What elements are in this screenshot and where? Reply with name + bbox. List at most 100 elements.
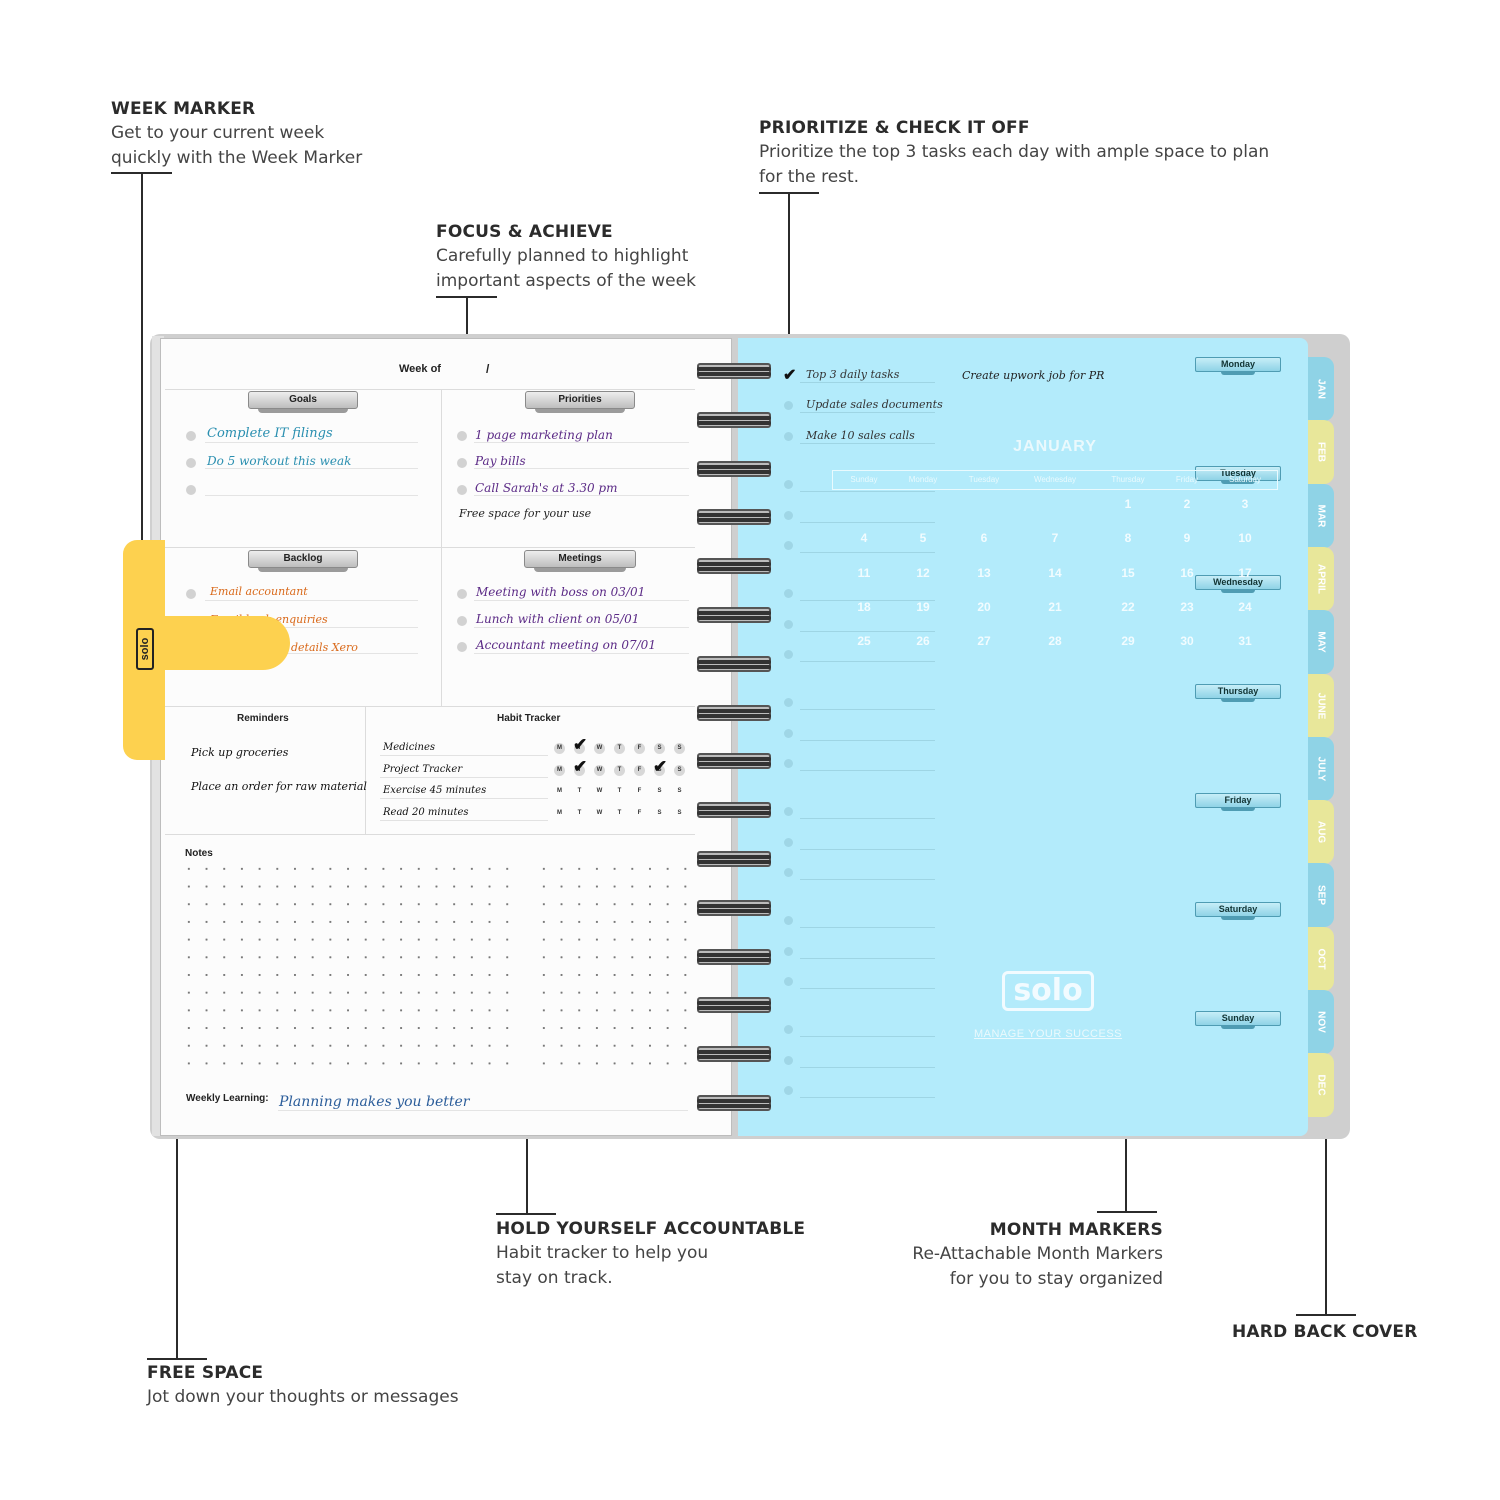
habit-day-circle[interactable]: T	[574, 743, 585, 754]
month-tab-dec[interactable]: DEC	[1308, 1053, 1334, 1118]
calendar-date[interactable]: 13	[977, 565, 991, 580]
habit-day-circle[interactable]: F	[634, 743, 645, 754]
habit-day-circle[interactable]: W	[596, 788, 603, 794]
habit-day-circle[interactable]: S	[654, 764, 665, 776]
calendar-date[interactable]: 31	[1238, 634, 1252, 649]
task-bullet[interactable]	[784, 650, 793, 659]
habit-day-circle[interactable]: S	[674, 764, 685, 776]
calendar-date[interactable]: 10	[1238, 531, 1252, 546]
habit-day-circle[interactable]: F	[637, 788, 642, 794]
task-bullet[interactable]	[784, 1086, 793, 1095]
month-tab-sep[interactable]: SEP	[1308, 863, 1334, 928]
habit-day-circle[interactable]: T	[577, 788, 582, 794]
calendar-date[interactable]: 21	[1048, 599, 1062, 614]
calendar-date[interactable]: 22	[1121, 599, 1135, 614]
calendar-date[interactable]: 15	[1121, 565, 1135, 580]
habit-day-circle[interactable]: T	[574, 764, 585, 776]
calendar-date[interactable]: 4	[860, 531, 868, 546]
task-bullet[interactable]	[784, 511, 793, 520]
task-bullet[interactable]	[784, 807, 793, 816]
task-bullet[interactable]	[784, 432, 793, 441]
month-tab-april[interactable]: APRIL	[1308, 546, 1334, 611]
task-bullet[interactable]	[784, 589, 793, 598]
task-bullet[interactable]	[784, 1056, 793, 1065]
calendar-date[interactable]: 29	[1121, 634, 1135, 649]
task-line	[800, 879, 935, 880]
calendar-date[interactable]: 1	[1124, 497, 1132, 511]
calendar-date[interactable]: 8	[1124, 531, 1132, 546]
callout-title: FOCUS & ACHIEVE	[436, 222, 613, 242]
month-tab-june[interactable]: JUNE	[1308, 673, 1334, 738]
task-bullet[interactable]	[784, 838, 793, 847]
task-bullet[interactable]	[784, 977, 793, 986]
calendar-date[interactable]: 20	[977, 599, 991, 614]
task-bullet[interactable]	[784, 698, 793, 707]
habit-day-circle[interactable]: T	[617, 788, 622, 794]
habit-day-circle[interactable]: S	[677, 788, 682, 794]
calendar-date[interactable]: 19	[916, 599, 930, 614]
calendar-date[interactable]: 3	[1241, 497, 1249, 511]
calendar-date[interactable]: 2	[1183, 497, 1191, 511]
month-tab-nov[interactable]: NOV	[1308, 990, 1334, 1054]
calendar-date[interactable]: 5	[919, 531, 927, 546]
calendar-date[interactable]: 25	[857, 634, 871, 649]
habit-day-circle[interactable]: W	[594, 743, 605, 754]
task-line	[800, 382, 935, 383]
week-marker-tongue[interactable]	[150, 616, 290, 670]
month-tab-label: DEC	[1315, 1074, 1327, 1096]
habit-day-circle[interactable]: T	[614, 764, 625, 776]
habit-day-circle[interactable]: F	[634, 764, 645, 776]
task-bullet[interactable]	[784, 1025, 793, 1034]
habit-day-circle[interactable]: M	[554, 743, 565, 754]
habit-day-circle[interactable]: T	[614, 743, 625, 754]
calendar-date[interactable]: 26	[916, 634, 930, 649]
task-bullet[interactable]	[784, 401, 793, 410]
task-bullet[interactable]	[784, 620, 793, 629]
task-bullet[interactable]	[784, 729, 793, 738]
calendar-date[interactable]: 12	[916, 565, 930, 580]
calendar-date[interactable]: 14	[1048, 565, 1062, 580]
month-tab-mar[interactable]: MAR	[1308, 483, 1334, 548]
habit-day-circle[interactable]: S	[657, 788, 662, 794]
calendar-date[interactable]: 17	[1238, 565, 1252, 580]
calendar-date[interactable]: 16	[1180, 565, 1194, 580]
calendar-date[interactable]: 18	[857, 599, 871, 614]
task-bullet[interactable]	[784, 947, 793, 956]
habit-day-circle[interactable]: W	[594, 764, 605, 776]
calendar-date[interactable]: 9	[1183, 531, 1191, 546]
task-bullet[interactable]	[784, 759, 793, 768]
calendar-date[interactable]: 23	[1180, 599, 1194, 614]
month-tab-feb[interactable]: FEB	[1308, 420, 1334, 485]
task-line	[800, 770, 935, 771]
calendar-date[interactable]: 6	[980, 531, 988, 546]
calendar-date[interactable]: 30	[1180, 634, 1194, 649]
month-tab-oct[interactable]: OCT	[1308, 926, 1334, 991]
month-tab-aug[interactable]: AUG	[1308, 800, 1334, 865]
habit-day-circle[interactable]: S	[657, 809, 662, 816]
notes-label: Notes	[185, 848, 213, 859]
habit-day-circle[interactable]: M	[557, 788, 562, 794]
week-marker-logo-text: solo	[139, 637, 151, 661]
calendar-date[interactable]: 11	[857, 565, 871, 580]
month-tab-july[interactable]: JULY	[1308, 736, 1334, 801]
habit-day-circle[interactable]: S	[654, 743, 665, 754]
habit-day-circle[interactable]: T	[577, 809, 582, 816]
habit-day-circle[interactable]: M	[557, 809, 562, 816]
habit-day-circle[interactable]: M	[554, 764, 565, 776]
habit-day-circle[interactable]: W	[596, 809, 603, 816]
habit-day-circle[interactable]: S	[674, 743, 685, 754]
calendar-date[interactable]: 27	[977, 634, 991, 649]
calendar-date[interactable]: 7	[1051, 531, 1059, 546]
task-bullet[interactable]	[784, 480, 793, 489]
task-bullet[interactable]	[784, 868, 793, 877]
calendar-date[interactable]: 24	[1238, 599, 1252, 614]
day-tag-sunday: Sunday	[1195, 1011, 1281, 1029]
month-tab-jan[interactable]: JAN	[1308, 357, 1334, 421]
task-bullet[interactable]	[784, 541, 793, 550]
habit-day-circle[interactable]: T	[617, 809, 622, 816]
month-tab-may[interactable]: MAY	[1308, 610, 1334, 675]
calendar-date[interactable]: 28	[1048, 634, 1062, 649]
habit-day-circle[interactable]: F	[637, 809, 642, 816]
habit-day-circle[interactable]: S	[677, 809, 682, 816]
task-bullet[interactable]	[784, 916, 793, 925]
